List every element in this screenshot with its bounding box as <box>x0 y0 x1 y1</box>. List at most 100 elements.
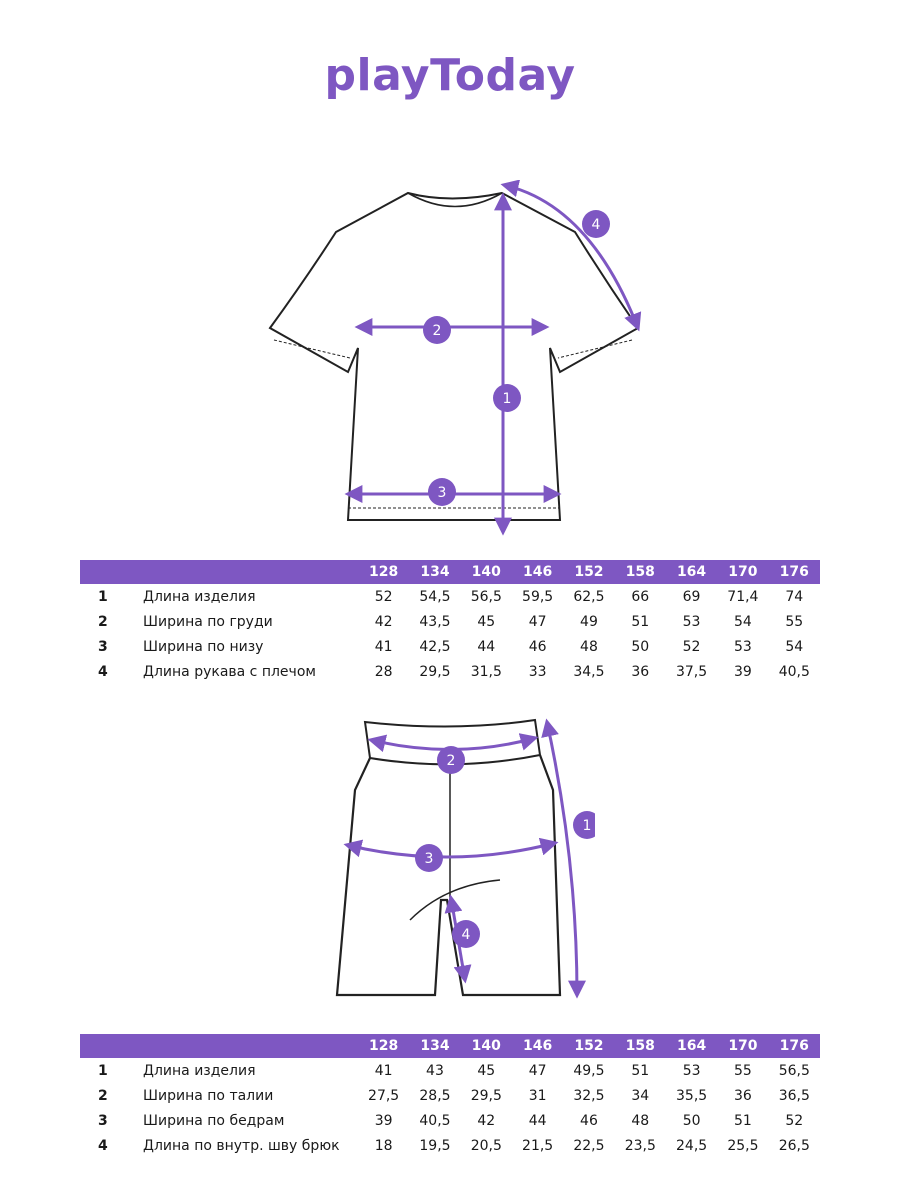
row-number: 4 <box>98 1137 108 1154</box>
svg-text:4: 4 <box>592 217 601 233</box>
tshirt-diagram: 1 2 3 4 <box>260 180 660 540</box>
cell-value: 53 <box>682 613 701 630</box>
cell-value: 51 <box>631 1062 650 1079</box>
cell-value: 32,5 <box>573 1087 605 1104</box>
cell-value: 41 <box>374 1062 393 1079</box>
cell-value: 74 <box>785 588 804 605</box>
cell-value: 33 <box>528 663 547 680</box>
row-label: Длина изделия <box>143 1062 256 1079</box>
cell-value: 20,5 <box>470 1137 502 1154</box>
cell-value: 28 <box>374 663 393 680</box>
cell-value: 52 <box>682 638 701 655</box>
shorts-size-table: 128 134 140 146 152 158 164 170 176 1 Дл… <box>80 1034 820 1158</box>
marker-1-icon: 1 <box>493 384 521 412</box>
row-label: Ширина по талии <box>143 1087 274 1104</box>
cell-value: 18 <box>374 1137 393 1154</box>
table-row: 3 Ширина по бедрам 39 40,5 42 44 46 48 5… <box>80 1108 820 1133</box>
marker-3-icon: 3 <box>415 844 443 872</box>
size-header: 164 <box>665 560 718 584</box>
table-row: 4 Длина рукава с плечом 28 29,5 31,5 33 … <box>80 659 820 684</box>
marker-2-icon: 2 <box>437 746 465 774</box>
cell-value: 48 <box>580 638 598 655</box>
row-label: Ширина по низу <box>143 638 264 655</box>
size-header: 128 <box>357 1034 410 1058</box>
shorts-outline <box>335 754 562 997</box>
cell-value: 31,5 <box>470 663 502 680</box>
cell-value: 26,5 <box>778 1137 810 1154</box>
cell-value: 53 <box>682 1062 701 1079</box>
cell-value: 39 <box>733 663 752 680</box>
cell-value: 46 <box>528 638 547 655</box>
size-header: 164 <box>665 1034 718 1058</box>
cell-value: 69 <box>682 588 701 605</box>
table-row: 1 Длина изделия 41 43 45 47 49,5 51 53 5… <box>80 1058 820 1083</box>
row-label: Длина рукава с плечом <box>143 663 316 680</box>
cell-value: 47 <box>528 1062 547 1079</box>
size-header: 170 <box>717 560 769 584</box>
cell-value: 29,5 <box>470 1087 502 1104</box>
table-row: 2 Ширина по талии 27,5 28,5 29,5 31 32,5… <box>80 1083 820 1108</box>
marker-1-icon: 1 <box>573 811 595 839</box>
size-header: 152 <box>563 560 615 584</box>
svg-text:3: 3 <box>438 485 447 501</box>
cell-value: 45 <box>477 613 496 630</box>
cell-value: 66 <box>631 588 650 605</box>
size-header: 176 <box>768 560 820 584</box>
svg-text:2: 2 <box>447 753 456 769</box>
logo-wordmark: playToday <box>324 50 576 101</box>
cell-value: 50 <box>682 1112 701 1129</box>
cell-value: 51 <box>734 1112 752 1129</box>
row-label: Ширина по бедрам <box>143 1112 285 1129</box>
row-label: Ширина по груди <box>143 613 273 630</box>
cell-value: 54 <box>733 613 752 630</box>
cell-value: 45 <box>477 1062 496 1079</box>
cell-value: 52 <box>374 588 393 605</box>
size-header: 152 <box>563 1034 615 1058</box>
row-number: 1 <box>98 588 108 605</box>
cell-value: 23,5 <box>624 1137 656 1154</box>
row-label: Длина изделия <box>143 588 256 605</box>
row-number: 1 <box>98 1062 108 1079</box>
cell-value: 36,5 <box>778 1087 810 1104</box>
marker-4-icon: 4 <box>582 210 610 238</box>
table-row: 4 Длина по внутр. шву брюк 18 19,5 20,5 … <box>80 1133 820 1158</box>
size-header: 146 <box>511 1034 564 1058</box>
cell-value: 71,4 <box>727 588 759 605</box>
cell-value: 24,5 <box>676 1137 708 1154</box>
cell-value: 56,5 <box>470 588 502 605</box>
cell-value: 34 <box>631 1087 650 1104</box>
cell-value: 41 <box>374 638 393 655</box>
cell-value: 62,5 <box>573 588 605 605</box>
cell-value: 21,5 <box>522 1137 554 1154</box>
row-number: 3 <box>98 638 108 655</box>
cell-value: 36 <box>631 663 650 680</box>
table-row: 3 Ширина по низу 41 42,5 44 46 48 50 52 … <box>80 634 820 659</box>
cell-value: 40,5 <box>419 1112 451 1129</box>
cell-value: 42,5 <box>419 638 451 655</box>
marker-2-icon: 2 <box>423 316 451 344</box>
size-header: 158 <box>614 560 666 584</box>
table-row: 2 Ширина по груди 42 43,5 45 47 49 51 53… <box>80 609 820 634</box>
cell-value: 19,5 <box>419 1137 451 1154</box>
cell-value: 47 <box>528 613 547 630</box>
size-header: 134 <box>409 1034 461 1058</box>
cell-value: 43,5 <box>419 613 451 630</box>
cell-value: 54,5 <box>419 588 451 605</box>
shorts-diagram: 1 2 3 4 <box>325 710 595 1010</box>
tshirt-size-table: 128 134 140 146 152 158 164 170 176 1 Дл… <box>80 560 820 684</box>
marker-4-icon: 4 <box>452 920 480 948</box>
row-number: 2 <box>98 613 108 630</box>
row-number: 3 <box>98 1112 108 1129</box>
size-header-row: 128 134 140 146 152 158 164 170 176 <box>80 560 820 584</box>
size-header: 128 <box>358 560 410 584</box>
cell-value: 22,5 <box>573 1137 605 1154</box>
cell-value: 55 <box>734 1062 752 1079</box>
cell-value: 28,5 <box>419 1087 451 1104</box>
svg-text:1: 1 <box>583 818 592 834</box>
size-header: 140 <box>460 560 512 584</box>
cell-value: 49,5 <box>573 1062 605 1079</box>
tshirt-outline <box>268 191 640 521</box>
size-header-row: 128 134 140 146 152 158 164 170 176 <box>80 1034 820 1058</box>
size-header: 176 <box>768 1034 820 1058</box>
cell-value: 46 <box>580 1112 598 1129</box>
